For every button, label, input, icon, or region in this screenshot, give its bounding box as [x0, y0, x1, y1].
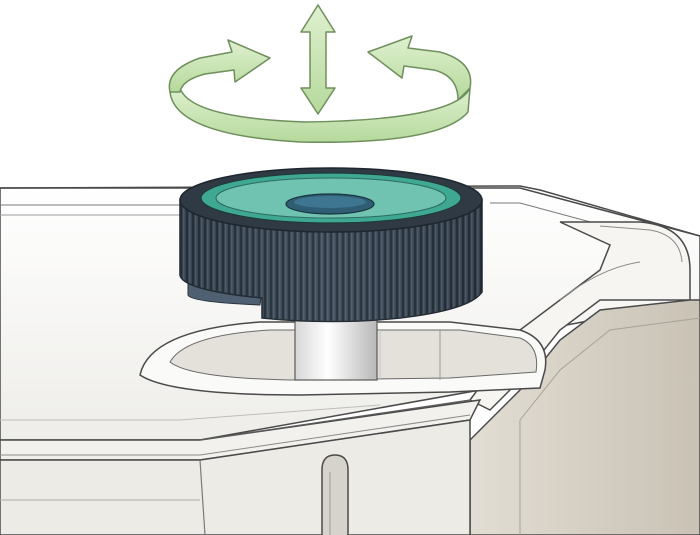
housing-front-slot	[321, 454, 349, 535]
rotation-band	[169, 87, 471, 143]
rotate-clockwise-arrow-icon	[168, 39, 271, 93]
motion-arrows	[168, 4, 472, 143]
rotate-counterclockwise-arrow-icon	[367, 35, 472, 101]
vertical-double-arrow-icon	[300, 4, 336, 115]
housing-front-wall	[0, 419, 471, 535]
knob-shaft	[294, 317, 378, 381]
knurled-knob	[179, 167, 483, 323]
